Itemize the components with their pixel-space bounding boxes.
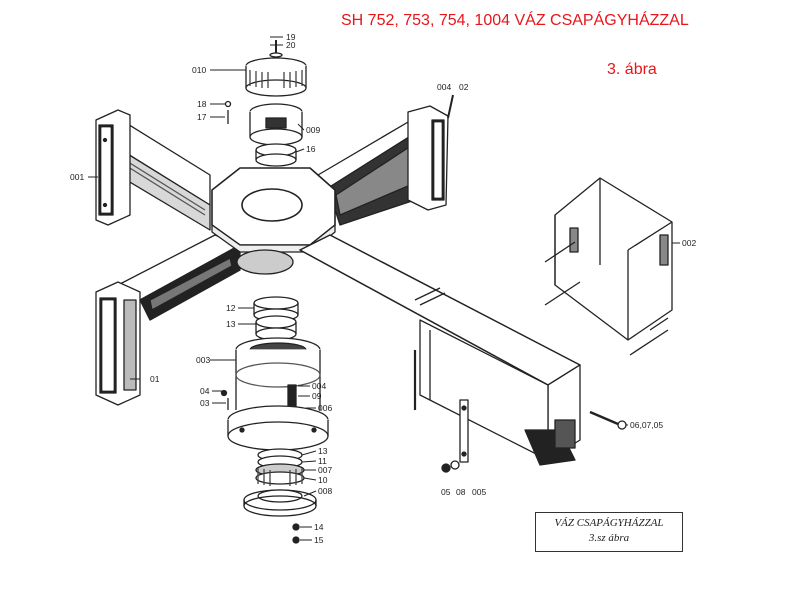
label-001: 001 <box>70 172 84 182</box>
label-11: 11 <box>318 456 327 466</box>
label-10: 10 <box>318 475 328 485</box>
label-002: 002 <box>682 238 696 248</box>
label-005: 005 <box>472 487 486 497</box>
bolt-06-07-05 <box>589 410 627 430</box>
label-009: 009 <box>306 125 320 135</box>
part-labels: 19 20 010 18 17 009 16 004 02 001 002 12… <box>70 32 696 545</box>
frame-arm-front-left <box>117 234 241 321</box>
label-004-mid: 004 <box>312 381 326 391</box>
label-08: 08 <box>456 487 466 497</box>
label-18: 18 <box>197 99 207 109</box>
leader-lines <box>88 36 680 541</box>
label-003: 003 <box>196 355 210 365</box>
end-plate-001 <box>95 109 131 226</box>
label-007: 007 <box>318 465 332 475</box>
small-bolts <box>220 100 232 410</box>
guard-002 <box>544 177 673 356</box>
figure-number: 3. ábra <box>607 61 657 78</box>
stamp-line-2: 3.sz ábra <box>588 532 630 544</box>
label-19: 19 <box>286 32 296 42</box>
label-17: 17 <box>197 112 207 122</box>
label-09: 09 <box>312 391 322 401</box>
frame-arm-back-right <box>317 114 431 226</box>
label-16: 16 <box>306 144 316 154</box>
central-plate <box>211 167 336 275</box>
label-20: 20 <box>286 40 296 50</box>
label-13-top: 13 <box>226 319 236 329</box>
label-006: 006 <box>318 403 332 413</box>
label-010: 010 <box>192 65 206 75</box>
label-04: 04 <box>200 386 210 396</box>
stamp-line-1: VÁZ CSAPÁGYHÁZZAL <box>554 517 664 529</box>
label-01: 01 <box>150 374 160 384</box>
label-13-low: 13 <box>318 446 328 456</box>
label-15: 15 <box>314 535 324 545</box>
plate-005 <box>459 399 469 463</box>
bearing-stack-top <box>245 40 307 167</box>
title-stamp: VÁZ CSAPÁGYHÁZZAL 3.sz ábra <box>535 512 683 552</box>
washers-05-08 <box>441 460 460 473</box>
end-plate-right-back <box>407 105 449 211</box>
label-06-07-05: 06,07,05 <box>630 420 663 430</box>
end-plate-01 <box>95 281 141 406</box>
label-008: 008 <box>318 486 332 496</box>
bolt-02 <box>447 94 454 119</box>
label-12: 12 <box>226 303 236 313</box>
label-05: 05 <box>441 487 451 497</box>
label-004-top: 004 <box>437 82 451 92</box>
diagram-title: SH 752, 753, 754, 1004 VÁZ CSAPÁGYHÁZZAL <box>341 12 689 29</box>
frame-arm-front-right <box>299 234 581 466</box>
label-14: 14 <box>314 522 324 532</box>
label-03: 03 <box>200 398 210 408</box>
bearing-stack-lower <box>227 296 329 544</box>
frame-arm-back-left <box>117 117 211 231</box>
label-02: 02 <box>459 82 469 92</box>
